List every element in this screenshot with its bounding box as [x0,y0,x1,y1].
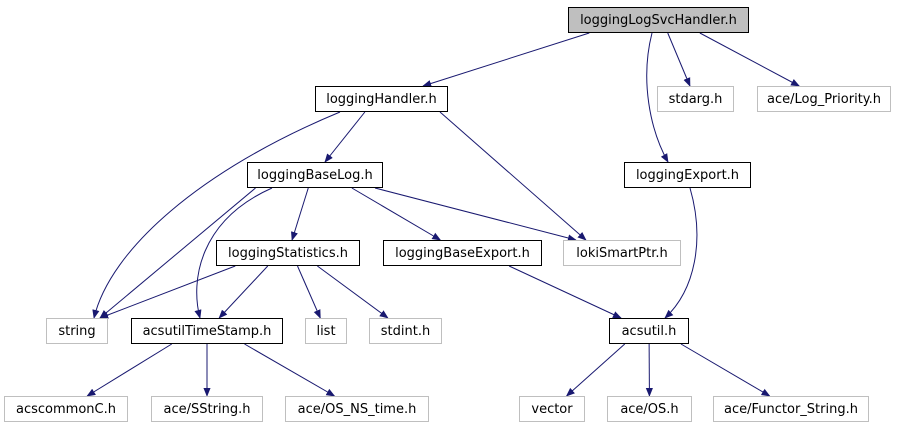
edge-baselog-to-statistics [291,187,309,241]
node-acsutiltimestamp-h[interactable]: acsutilTimeStamp.h [131,318,283,344]
edge-export-to-acsutil [664,187,698,319]
node-stdarg-h: stdarg.h [657,86,734,112]
node-acscommonc-h: acscommonC.h [4,396,128,422]
edge-baselog-to-loki [374,187,577,242]
edge-root-to-handler [422,32,590,87]
node-logginglogsvchandler-h[interactable]: loggingLogSvcHandler.h [568,7,749,33]
edge-acsutil-to-vector [565,343,626,397]
edge-baselog-to-baseexport [351,187,442,241]
edge-acsutil-to-functorstring [680,343,771,397]
node-loggingbaseexport-h[interactable]: loggingBaseExport.h [383,240,542,266]
node-acsutil-h[interactable]: acsutil.h [609,318,689,344]
node-lokismartptr-h: lokiSmartPtr.h [563,240,681,266]
node-list: list [305,318,347,344]
edge-root-to-export [646,32,669,163]
edge-root-to-logpriority [699,32,800,87]
edge-timestamp-to-acscommonc [86,343,173,397]
edge-timestamp-to-osnstime [244,343,336,397]
edge-baseexport-to-acsutil [508,265,622,319]
edge-statistics-to-stdint [317,265,389,319]
edge-handler-to-baselog [324,111,366,163]
edge-statistics-to-timestamp [218,265,269,319]
node-loggingstatistics-h[interactable]: loggingStatistics.h [216,240,360,266]
edge-statistics-to-list [297,265,321,319]
node-ace-functor-string-h: ace/Functor_String.h [713,396,869,422]
node-ace-sstring-h: ace/SString.h [151,396,263,422]
edge-handler-to-string [92,111,341,319]
node-vector: vector [519,396,585,422]
edge-root-to-stdarg [667,32,691,87]
edge-baselog-to-string [99,187,256,319]
node-loggingexport-h[interactable]: loggingExport.h [624,162,751,188]
edge-baselog-to-timestamp [194,187,273,319]
node-ace-os-ns-time-h: ace/OS_NS_time.h [285,396,429,422]
node-string: string [46,318,108,344]
node-stdint-h: stdint.h [369,318,442,344]
node-ace-os-h: ace/OS.h [607,396,692,422]
edge-handler-to-loki [439,111,587,241]
node-ace-log-priority-h: ace/Log_Priority.h [757,86,891,112]
node-loggingbaselog-h[interactable]: loggingBaseLog.h [247,162,383,188]
edge-statistics-to-string [99,265,236,319]
node-logginghandler-h[interactable]: loggingHandler.h [315,86,448,112]
